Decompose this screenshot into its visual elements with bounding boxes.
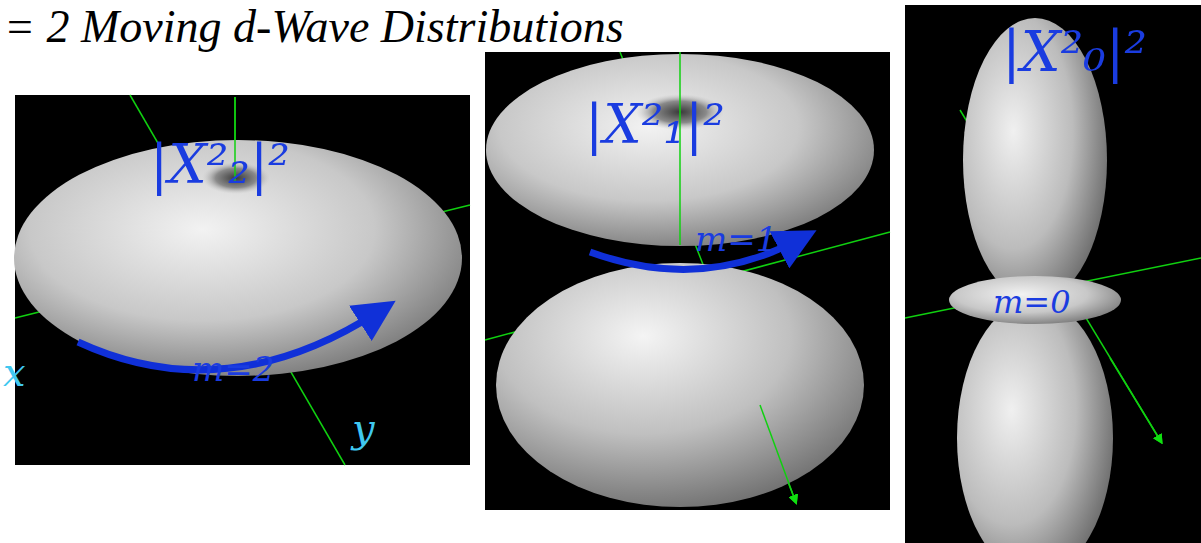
m-label: m=1 [695, 222, 777, 256]
harmonic-label: |X²₂|² [150, 138, 290, 192]
harmonic-label: |X²₀|² [1002, 24, 1147, 80]
axis-label: y [352, 408, 375, 448]
m-label: m=2 [192, 352, 274, 386]
axis-label: x [3, 352, 26, 392]
harmonic-label: |X²₁|² [585, 98, 725, 152]
m-label: m=0 [993, 286, 1071, 318]
page-title: = 2 Moving d-Wave Distributions [4, 2, 624, 53]
